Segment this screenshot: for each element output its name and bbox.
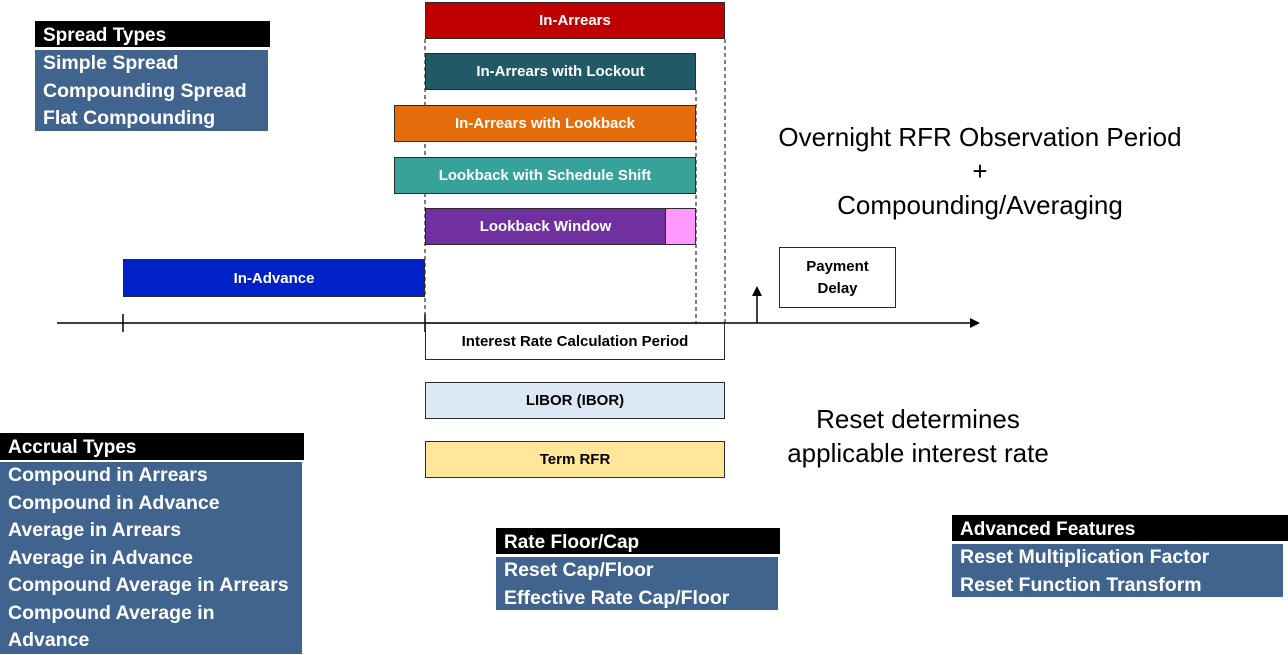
list-item: Average in Advance	[8, 546, 193, 569]
advanced-features-list: Reset Multiplication Factor Reset Functi…	[952, 544, 1283, 597]
list-item: Compound Average in Arrears	[8, 574, 289, 596]
in-arrears-lookback-bar: In-Arrears with Lookback	[394, 105, 696, 142]
list-item: Reset Cap/Floor	[504, 559, 654, 581]
in-arrears-bar: In-Arrears	[425, 2, 725, 39]
observation-period-text: Overnight RFR Observation Period + Compo…	[740, 120, 1220, 222]
spread-types-header: Spread Types	[35, 21, 270, 47]
spread-types-title: Spread Types	[43, 25, 167, 46]
accrual-types-header: Accrual Types	[0, 433, 304, 460]
in-advance-bar: In-Advance	[123, 259, 425, 297]
list-item: Effective Rate Cap/Floor	[504, 586, 730, 609]
reset-line-1: Reset determines	[816, 404, 1020, 434]
in-arrears-label: In-Arrears	[539, 12, 611, 29]
term-rfr-label: Term RFR	[539, 451, 611, 468]
advanced-features-title: Advanced Features	[960, 519, 1136, 540]
term-rfr-bar: Term RFR	[425, 441, 725, 478]
list-item: Advance	[8, 629, 90, 651]
lookback-window-bar: Lookback Window	[425, 208, 666, 245]
calc-period-box: Interest Rate Calculation Period	[425, 323, 725, 360]
payment-delay-label: Payment Delay	[806, 257, 869, 297]
list-item: Simple Spread	[43, 52, 179, 74]
reset-determines-text: Reset determines applicable interest rat…	[740, 402, 1096, 470]
lookback-schedule-shift-bar: Lookback with Schedule Shift	[394, 157, 696, 194]
in-arrears-lockout-label: In-Arrears with Lockout	[476, 63, 645, 80]
list-item: Compound in Arrears	[8, 464, 208, 486]
payment-delay-box: Payment Delay	[779, 247, 896, 308]
list-item: Flat Compounding	[43, 107, 216, 129]
lookback-schedule-shift-label: Lookback with Schedule Shift	[438, 167, 652, 184]
list-item: Reset Multiplication Factor	[960, 546, 1210, 568]
calc-period-label: Interest Rate Calculation Period	[461, 333, 689, 350]
accrual-types-title: Accrual Types	[8, 437, 137, 458]
list-item: Reset Function Transform	[960, 573, 1202, 596]
observation-line-3: Compounding/Averaging	[837, 190, 1123, 220]
rate-floor-cap-header: Rate Floor/Cap	[496, 528, 780, 554]
rate-floor-cap-list: Reset Cap/Floor Effective Rate Cap/Floor	[496, 557, 778, 610]
libor-bar: LIBOR (IBOR)	[425, 382, 725, 419]
advanced-features-header: Advanced Features	[952, 515, 1288, 541]
reset-line-2: applicable interest rate	[787, 438, 1049, 468]
in-arrears-lockout-bar: In-Arrears with Lockout	[425, 53, 696, 90]
libor-label: LIBOR (IBOR)	[525, 392, 625, 409]
list-item: Average in Arrears	[8, 519, 182, 541]
observation-line-2: +	[972, 156, 988, 186]
lookback-window-tail	[665, 208, 696, 245]
list-item: Compound in Advance	[8, 491, 220, 514]
accrual-types-list: Compound in Arrears Compound in Advance …	[0, 462, 302, 654]
observation-line-1: Overnight RFR Observation Period	[778, 122, 1182, 152]
spread-types-list: Simple Spread Compounding Spread Flat Co…	[35, 50, 268, 131]
list-item: Compounding Spread	[43, 79, 247, 102]
in-arrears-lookback-label: In-Arrears with Lookback	[454, 115, 636, 132]
rate-floor-cap-title: Rate Floor/Cap	[504, 532, 640, 553]
in-advance-label: In-Advance	[233, 269, 315, 287]
lookback-window-label: Lookback Window	[479, 218, 612, 235]
list-item: Compound Average in	[8, 601, 215, 624]
